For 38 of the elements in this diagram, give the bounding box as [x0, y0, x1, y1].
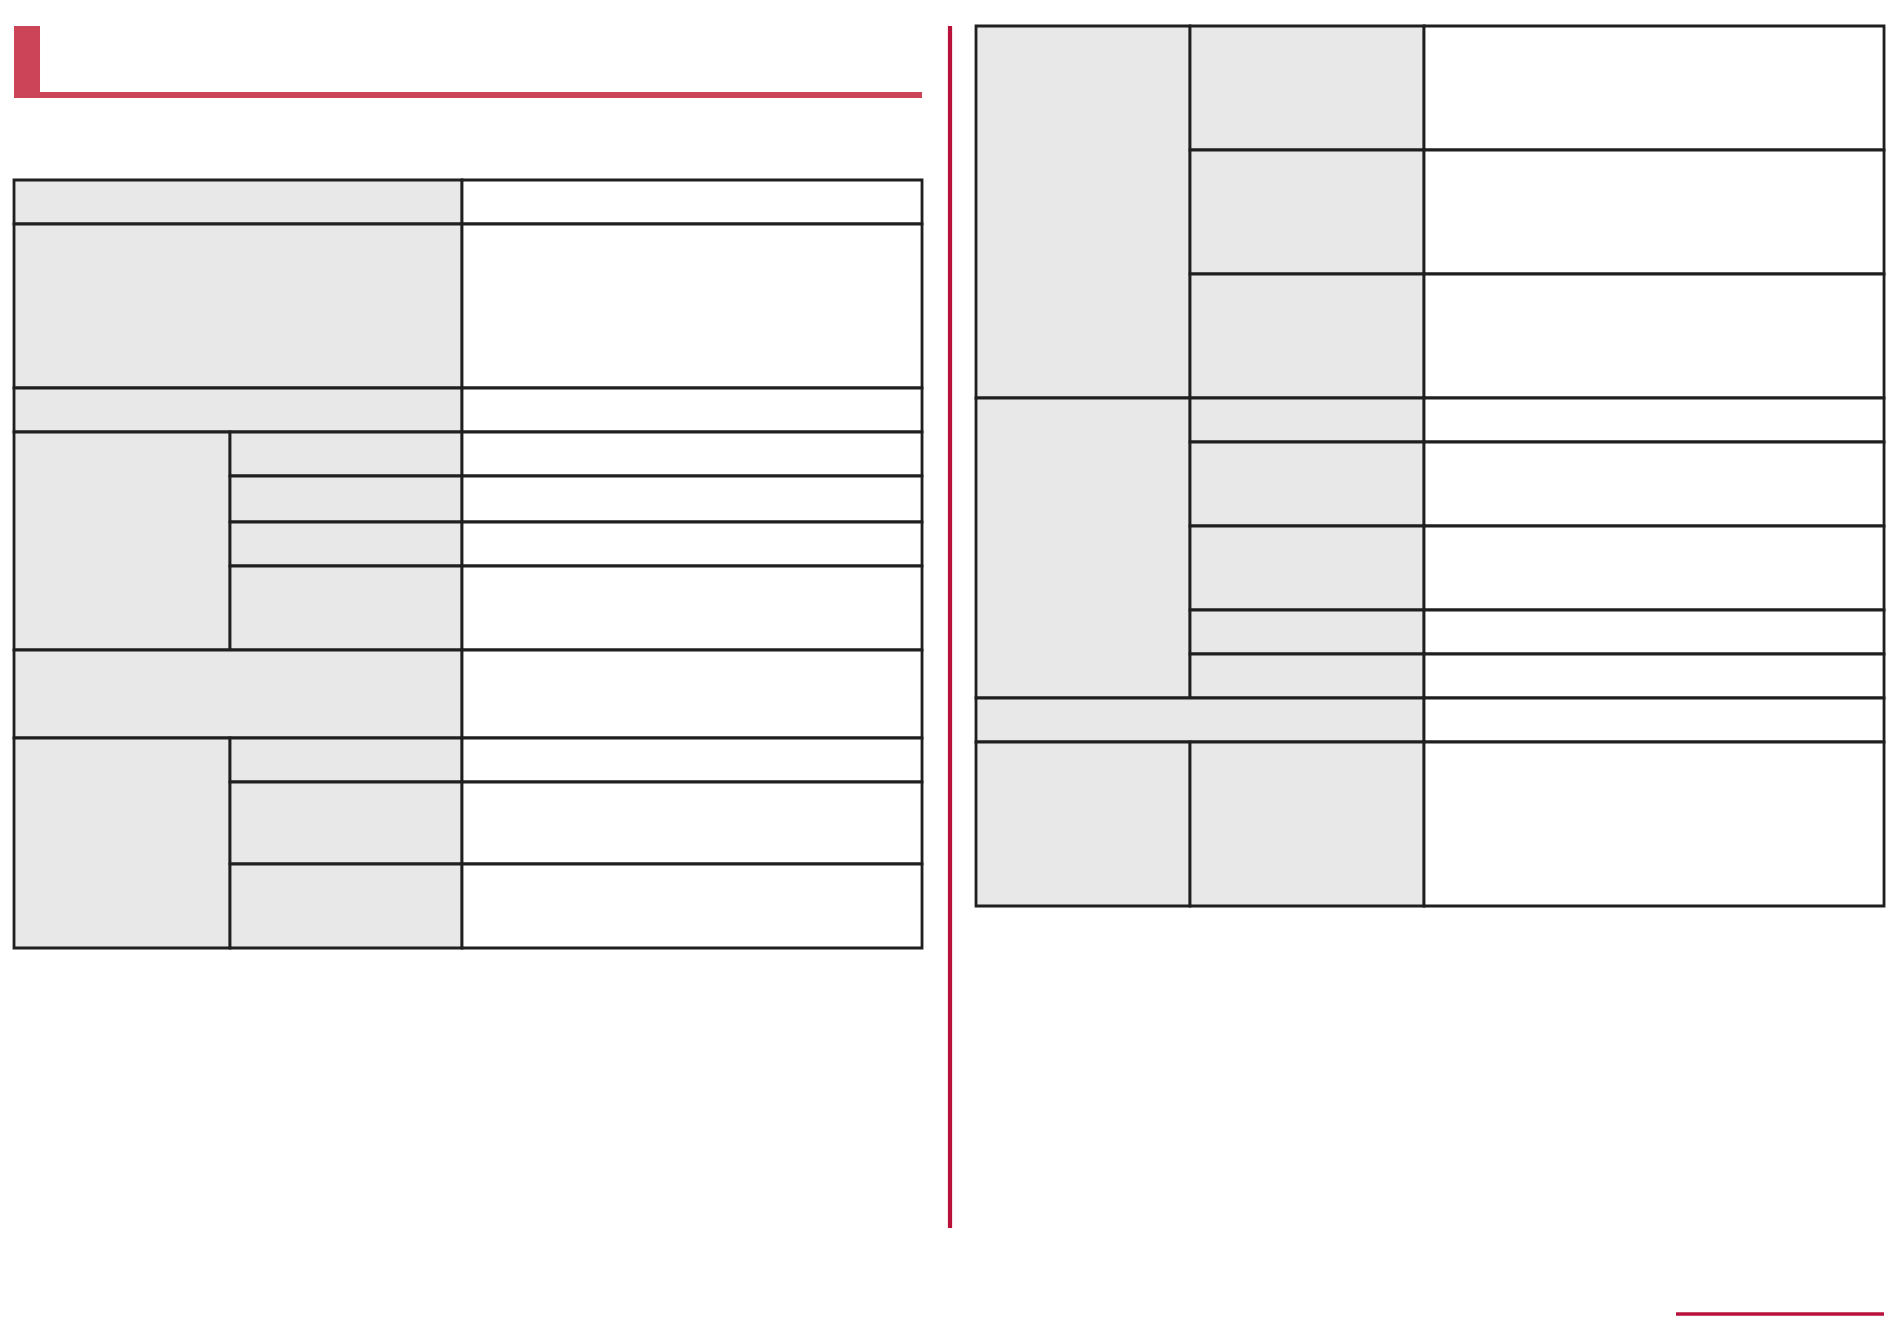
table-cell — [1422, 24, 1886, 152]
table-cell — [460, 520, 924, 568]
table-cell — [460, 430, 924, 478]
table-cell — [974, 696, 1426, 744]
table-cell — [460, 780, 924, 866]
table-cell — [12, 386, 464, 434]
table-cell — [12, 178, 464, 226]
table-cell — [460, 474, 924, 524]
table-cell — [1422, 440, 1886, 528]
table-cell — [228, 430, 464, 478]
table-cell — [1422, 148, 1886, 276]
table-cell — [1188, 608, 1426, 656]
table-cell — [1422, 524, 1886, 612]
table-cell — [1188, 652, 1426, 700]
table-cell — [228, 862, 464, 950]
table-cell — [228, 520, 464, 568]
table-cell — [1188, 148, 1426, 276]
table-cell — [460, 648, 924, 740]
table-cell — [228, 780, 464, 866]
table-cell — [228, 474, 464, 524]
table-cell — [228, 564, 464, 652]
table-cell — [460, 736, 924, 784]
table-cell — [12, 736, 232, 950]
table-cell — [1188, 524, 1426, 612]
table-cell — [460, 564, 924, 652]
table-cell — [974, 740, 1192, 908]
table-cell — [1188, 440, 1426, 528]
table-cell — [1188, 740, 1426, 908]
table-cell — [460, 862, 924, 950]
table-cell — [1422, 396, 1886, 444]
table-cell — [1188, 24, 1426, 152]
table-cell — [1422, 696, 1886, 744]
table-cell — [1422, 652, 1886, 700]
table-cell — [460, 178, 924, 226]
table-cell — [1188, 396, 1426, 444]
table-cell — [228, 736, 464, 784]
table-cell — [460, 386, 924, 434]
table-cell — [1422, 608, 1886, 656]
